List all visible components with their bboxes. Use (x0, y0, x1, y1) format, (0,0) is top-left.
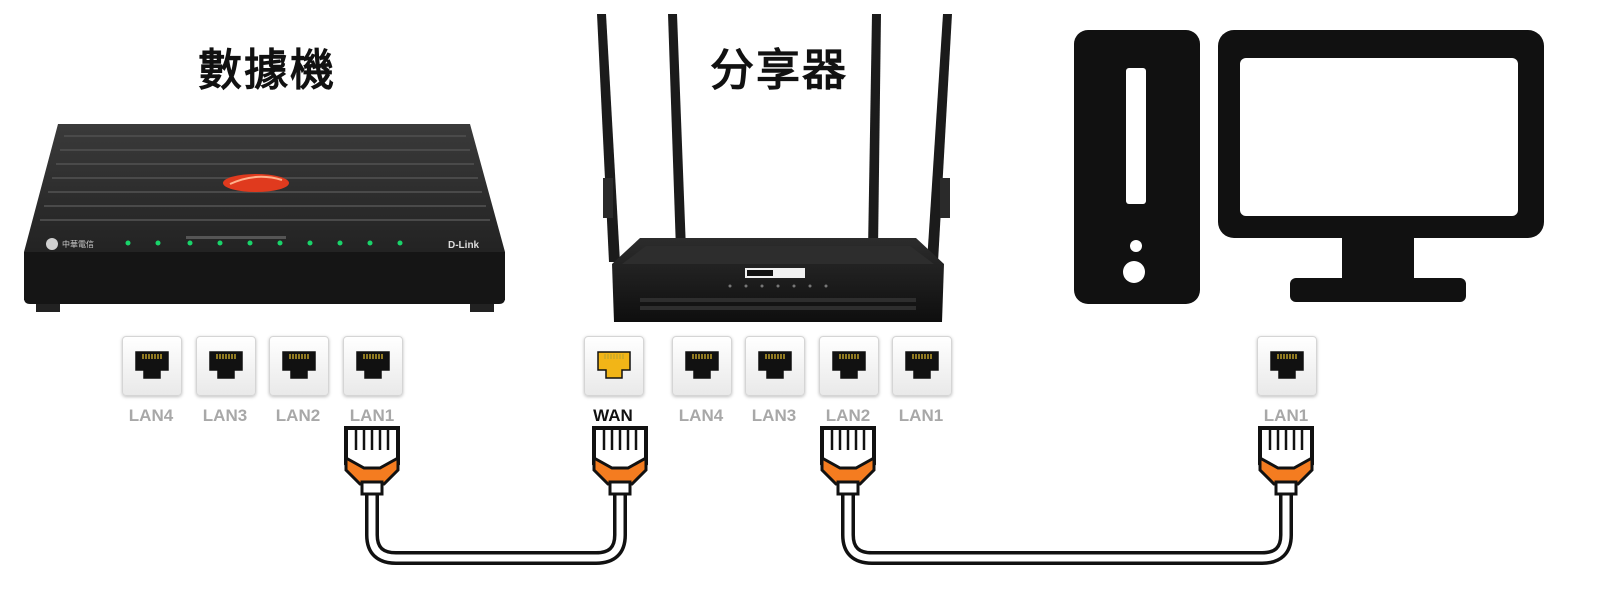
ethernet-jack-icon (832, 351, 866, 379)
ethernet-jack-icon (685, 351, 719, 379)
modem-port-label: LAN1 (349, 406, 395, 425)
router-port-wan (584, 336, 644, 396)
modem-status-leds (125, 240, 403, 246)
ethernet-jack-icon (209, 351, 243, 379)
rj45-plug-icon (592, 426, 648, 496)
pc-monitor (1218, 30, 1544, 302)
router-port-lan1 (892, 336, 952, 396)
modem-port-lan1 (343, 336, 403, 396)
router-title: 分享器 (710, 45, 848, 96)
modem-port-lan3 (196, 336, 256, 396)
modem-port-label: LAN4 (128, 406, 174, 425)
rj45-plug-icon (1258, 426, 1314, 496)
cht-logo-icon (46, 238, 58, 250)
ethernet-jack-icon (597, 351, 631, 379)
modem-port-label: LAN3 (202, 406, 248, 425)
router-port-label: WAN (593, 406, 633, 425)
router-port-label: LAN1 (898, 406, 944, 425)
router-port-label: LAN4 (678, 406, 724, 425)
pc-port-lan1 (1257, 336, 1317, 396)
pc-port-label: LAN1 (1263, 406, 1309, 425)
router-port-lan2 (819, 336, 879, 396)
modem-device: 中華電信 D-Link (24, 124, 505, 312)
rj45-plug-icon (820, 426, 876, 496)
router-port-lan4 (672, 336, 732, 396)
ethernet-jack-icon (356, 351, 390, 379)
ethernet-jack-icon (758, 351, 792, 379)
modem-brand-left: 中華電信 (62, 239, 94, 249)
modem-port-label: LAN2 (275, 406, 321, 425)
modem-title: 數據機 (198, 45, 336, 96)
cable-modem-to-router (365, 480, 627, 565)
rj45-plug-icon (344, 426, 400, 496)
router-antennas (597, 14, 952, 262)
pc-device (1074, 30, 1544, 304)
ethernet-jack-icon (135, 351, 169, 379)
router-port-label: LAN2 (825, 406, 871, 425)
router-port-label: LAN3 (751, 406, 797, 425)
router-device (597, 14, 952, 322)
cable-router-to-pc (841, 480, 1293, 565)
modem-logo (223, 174, 289, 192)
ethernet-jack-icon (282, 351, 316, 379)
modem-port-lan4 (122, 336, 182, 396)
ethernet-jack-icon (905, 351, 939, 379)
router-port-lan3 (745, 336, 805, 396)
modem-port-lan2 (269, 336, 329, 396)
ethernet-jack-icon (1270, 351, 1304, 379)
modem-brand-right: D-Link (448, 240, 480, 251)
